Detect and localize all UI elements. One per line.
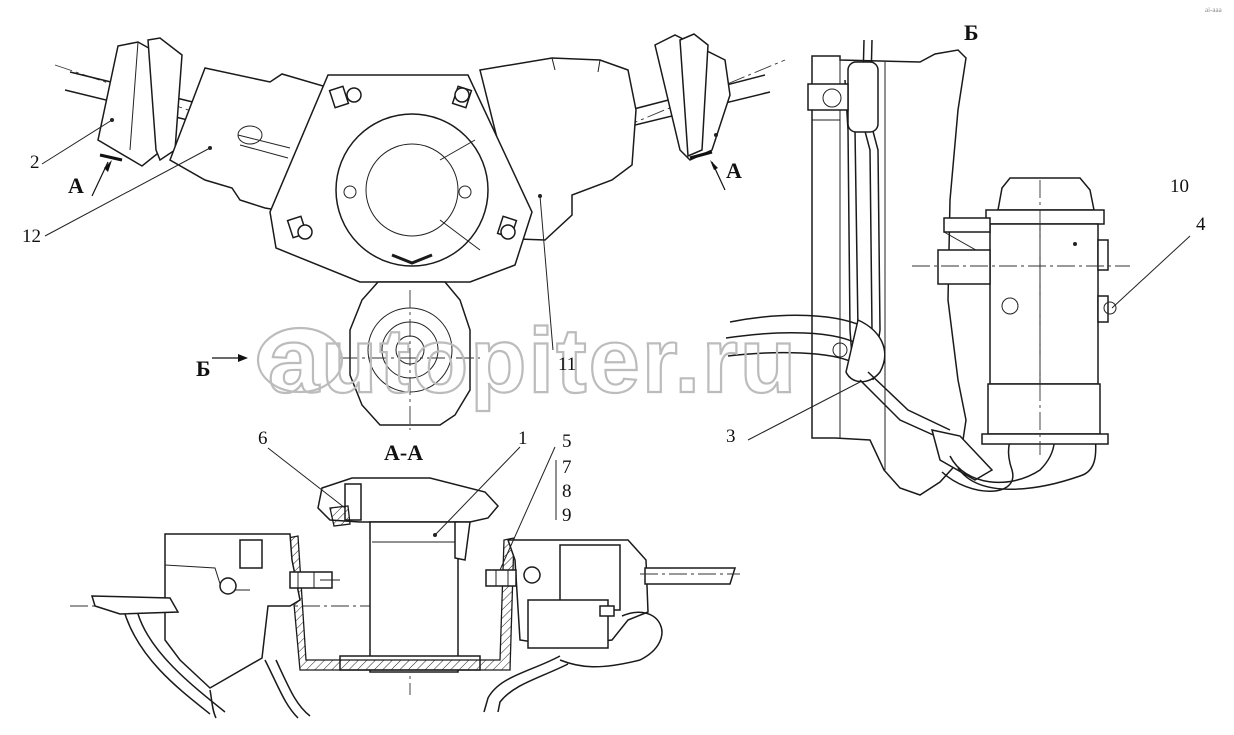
watermark-logo: autopiter.ru xyxy=(268,310,798,412)
label-part-4: 4 xyxy=(1196,214,1206,235)
label-part-8: 8 xyxy=(562,481,572,502)
label-part-5: 5 xyxy=(562,431,572,452)
section-mark-a-left: А xyxy=(68,173,84,198)
label-part-10: 10 xyxy=(1170,176,1189,197)
section-mark-a-right: А xyxy=(726,158,742,183)
label-part-11: 11 xyxy=(558,354,576,375)
component-10 xyxy=(912,177,1130,455)
label-part-1: 1 xyxy=(518,428,528,449)
label-part-6: 6 xyxy=(258,428,268,449)
view-b xyxy=(725,39,1191,496)
label-part-2: 2 xyxy=(30,152,40,173)
label-part-9: 9 xyxy=(562,505,572,526)
label-part-12: 12 xyxy=(22,226,41,247)
view-title-b: Б xyxy=(964,20,979,45)
section-title-aa: А-А xyxy=(384,440,423,465)
corner-watermark: ai-aaa xyxy=(1205,6,1223,14)
lower-connector xyxy=(340,281,480,430)
main-view xyxy=(41,33,786,430)
label-part-3: 3 xyxy=(726,426,736,447)
left-flange xyxy=(97,37,183,167)
autopiter-watermark: autopiter.ru xyxy=(256,309,798,413)
section-aa-view xyxy=(70,446,740,719)
right-flange xyxy=(654,33,731,161)
center-plate xyxy=(269,74,533,283)
label-part-7: 7 xyxy=(562,457,572,478)
view-mark-b-arrow: Б xyxy=(196,356,211,381)
